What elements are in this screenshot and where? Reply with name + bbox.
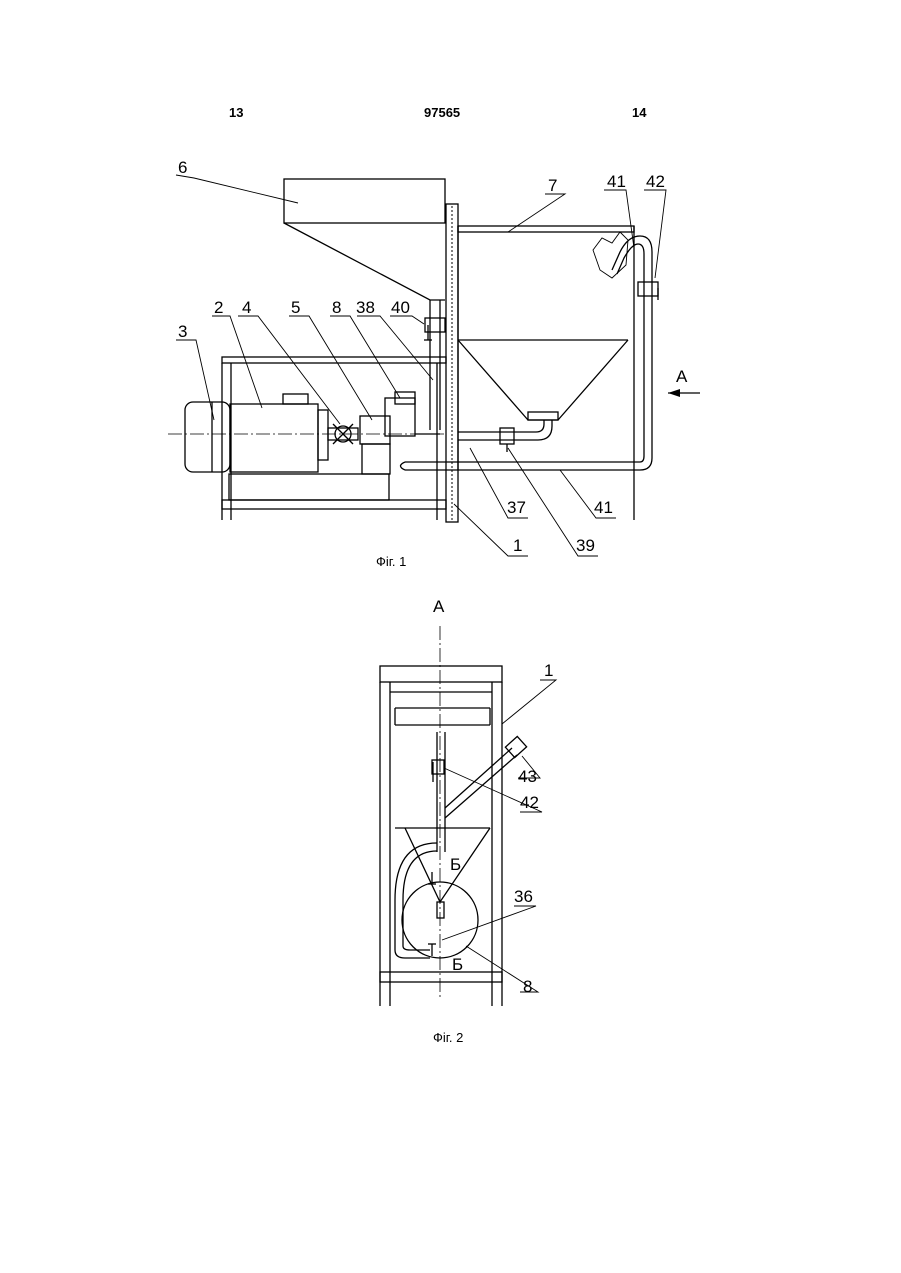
valve-40 <box>424 318 445 340</box>
svg-text:6: 6 <box>178 158 187 177</box>
section-marks: Б Б <box>428 855 463 974</box>
figure-2-leaders <box>442 680 556 992</box>
svg-text:4: 4 <box>242 298 251 317</box>
cone <box>405 828 490 902</box>
svg-text:40: 40 <box>391 298 410 317</box>
svg-text:43: 43 <box>518 767 537 786</box>
return-pipe-fig2 <box>395 843 437 958</box>
svg-text:42: 42 <box>520 793 539 812</box>
motor-frame <box>222 357 446 520</box>
svg-text:41: 41 <box>594 498 613 517</box>
figure-2-caption: Фіг. 2 <box>433 1030 463 1045</box>
view-arrow-a <box>668 389 700 397</box>
svg-text:8: 8 <box>332 298 341 317</box>
nozzle-36 <box>437 902 444 918</box>
figure-2-labels: 1 43 42 36 8 <box>514 661 553 996</box>
pipe-38 <box>430 342 440 430</box>
cutaway <box>593 232 628 278</box>
svg-text:36: 36 <box>514 887 533 906</box>
svg-text:3: 3 <box>178 322 187 341</box>
frame-1-front <box>380 666 502 1006</box>
pipe-42 <box>432 732 445 852</box>
pipe-41-42 <box>612 236 658 470</box>
svg-text:41: 41 <box>607 172 626 191</box>
frame-plate-1 <box>446 204 458 522</box>
svg-text:1: 1 <box>513 536 522 555</box>
figure-2-drawing: A <box>380 597 556 1006</box>
figure-1-caption: Фіг. 1 <box>376 554 406 569</box>
svg-text:Б: Б <box>452 955 463 974</box>
svg-text:39: 39 <box>576 536 595 555</box>
tank-7 <box>458 226 634 520</box>
svg-text:7: 7 <box>548 176 557 195</box>
svg-text:37: 37 <box>507 498 526 517</box>
hopper-6 <box>284 179 445 342</box>
svg-text:8: 8 <box>523 977 532 996</box>
pipe-37 <box>458 420 552 452</box>
pipe-43 <box>445 736 527 818</box>
svg-text:A: A <box>676 367 688 386</box>
svg-text:5: 5 <box>291 298 300 317</box>
electric-motor-2 <box>185 394 328 472</box>
svg-text:38: 38 <box>356 298 375 317</box>
view-title-a: A <box>433 597 445 616</box>
svg-text:42: 42 <box>646 172 665 191</box>
figure-1-drawing: 6 7 41 42 2 4 5 8 38 40 3 A 37 41 1 39 <box>168 158 700 556</box>
svg-text:2: 2 <box>214 298 223 317</box>
svg-text:Б: Б <box>450 855 461 874</box>
svg-text:1: 1 <box>544 661 553 680</box>
